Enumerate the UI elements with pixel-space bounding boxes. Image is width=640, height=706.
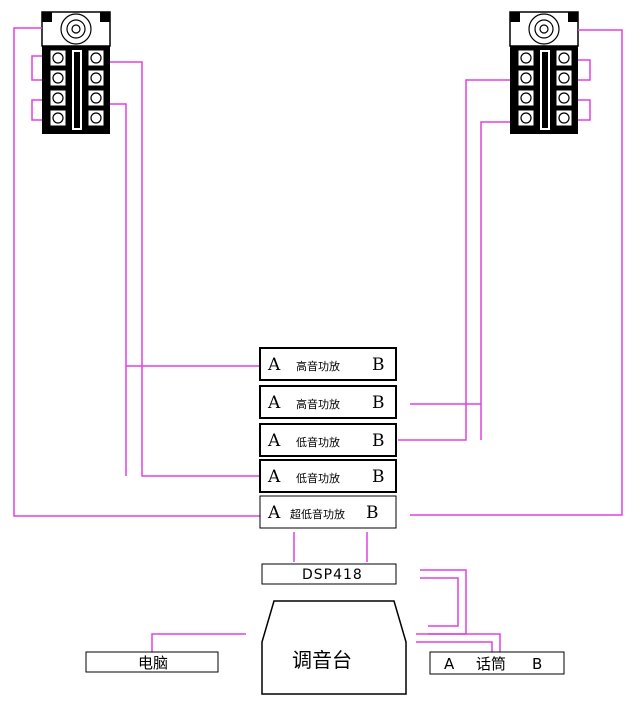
mixer-label: 调音台 (292, 648, 352, 672)
wires (13, 27, 623, 652)
amp-label: 低音功放 (296, 471, 340, 485)
amplifier-woofer-1: A 低音功放 B (259, 423, 397, 457)
mic-right-terminal: B (532, 655, 542, 673)
amp-label: 超低音功放 (290, 507, 345, 521)
dsp-label: DSP418 (302, 567, 363, 583)
computer: 电脑 (85, 651, 219, 673)
amp-label: 高音功放 (296, 359, 340, 373)
amplifier-subwoofer: A 超低音功放 B (259, 495, 397, 529)
amp-label: 低音功放 (296, 435, 340, 449)
amp-left-terminal: A (267, 393, 281, 413)
amp-left-terminal: A (267, 467, 281, 487)
amplifier-stack: A 高音功放 B A 高音功放 B A 低音功放 B A 低音功放 B A 超低… (259, 347, 397, 529)
amp-left-terminal: A (267, 355, 281, 375)
amp-left-terminal: A (267, 503, 281, 523)
amplifier-woofer-2: A 低音功放 B (259, 459, 397, 493)
mixer: 调音台 (261, 600, 407, 695)
right-speaker (509, 11, 579, 134)
amp-right-terminal: B (372, 431, 385, 451)
amp-right-terminal: B (366, 503, 379, 523)
mic-label: 话筒 (476, 655, 506, 673)
amp-right-terminal: B (372, 355, 385, 375)
dsp-unit: DSP418 (261, 563, 397, 585)
amp-right-terminal: B (372, 393, 385, 413)
mic-left-terminal: A (444, 655, 455, 673)
microphone: A 话筒 B (429, 651, 565, 675)
amp-label: 高音功放 (296, 397, 340, 411)
computer-label: 电脑 (138, 654, 168, 672)
left-speaker (41, 11, 111, 134)
amplifier-tweeter-1: A 高音功放 B (259, 347, 397, 381)
amp-right-terminal: B (372, 467, 385, 487)
amp-left-terminal: A (267, 431, 281, 451)
amplifier-tweeter-2: A 高音功放 B (259, 385, 397, 419)
